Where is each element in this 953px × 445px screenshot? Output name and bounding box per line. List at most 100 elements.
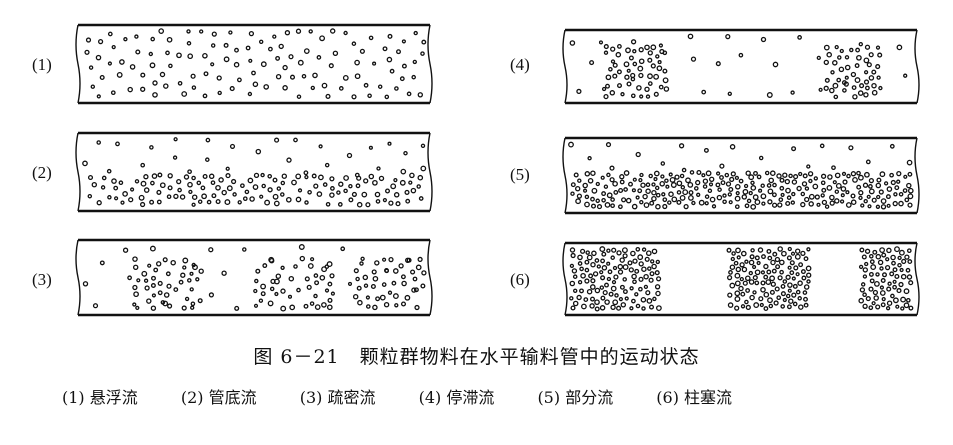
particle — [657, 60, 662, 65]
particle — [147, 263, 152, 268]
particle — [826, 51, 832, 58]
particle — [617, 44, 622, 49]
particle — [800, 269, 806, 275]
particle — [655, 54, 660, 59]
particle — [715, 171, 721, 176]
particle — [280, 192, 285, 197]
particle — [275, 73, 282, 80]
particle — [662, 203, 668, 210]
particle — [412, 276, 418, 282]
particle — [845, 202, 852, 208]
particle — [420, 143, 426, 149]
particle — [860, 282, 866, 287]
particle — [728, 200, 733, 205]
particle — [644, 256, 650, 262]
particle — [875, 204, 881, 209]
particle — [408, 180, 413, 185]
particle — [889, 271, 895, 277]
particle — [707, 188, 713, 194]
particle — [749, 254, 755, 260]
particle — [599, 285, 605, 290]
particle — [599, 246, 606, 253]
particle — [829, 87, 835, 94]
particle — [639, 199, 644, 205]
particle — [630, 39, 637, 45]
particle — [196, 180, 202, 186]
particle — [864, 44, 871, 50]
particle — [631, 298, 636, 304]
particle — [779, 177, 785, 183]
particle — [772, 251, 778, 257]
particle — [630, 250, 636, 257]
particle — [777, 202, 783, 208]
particle — [234, 47, 239, 53]
particle — [420, 283, 426, 289]
particle — [709, 176, 715, 182]
particle — [776, 173, 782, 179]
particle — [297, 59, 304, 66]
particle — [691, 200, 696, 206]
particle — [99, 75, 105, 80]
particle — [411, 287, 417, 293]
particle — [612, 299, 619, 306]
particle — [782, 172, 788, 178]
particle — [850, 193, 856, 199]
particle — [868, 52, 874, 58]
particle — [871, 89, 878, 96]
particle — [332, 50, 339, 57]
particle — [584, 171, 591, 177]
particle — [719, 175, 724, 180]
particle — [902, 188, 908, 193]
particle — [255, 268, 261, 274]
particle — [138, 194, 145, 201]
particle — [253, 303, 259, 308]
particle — [313, 273, 319, 278]
particle — [652, 296, 657, 302]
particle — [878, 85, 883, 91]
particles — [84, 28, 427, 100]
particle — [832, 82, 839, 89]
particle — [606, 276, 612, 282]
particle — [850, 171, 857, 177]
particle — [594, 258, 600, 263]
particle — [766, 248, 772, 254]
particle — [84, 49, 90, 55]
particle — [638, 276, 644, 282]
particle — [730, 256, 735, 262]
particle — [872, 289, 879, 296]
particle — [590, 203, 597, 209]
particle — [384, 94, 390, 100]
particle — [761, 201, 766, 206]
particle — [368, 35, 374, 41]
particle — [275, 273, 282, 279]
particle — [648, 277, 654, 283]
particle — [649, 200, 655, 206]
particle — [130, 187, 135, 192]
particle — [210, 43, 216, 48]
particle — [819, 143, 825, 149]
particle — [287, 294, 293, 299]
particle — [140, 86, 146, 92]
particle — [797, 296, 802, 301]
particle — [221, 189, 227, 196]
particle — [252, 81, 259, 88]
particle — [744, 259, 749, 264]
particle — [876, 75, 881, 80]
particle — [606, 261, 611, 266]
particle — [648, 304, 655, 310]
particle — [785, 187, 791, 194]
pipe-break-left — [75, 239, 81, 316]
particle — [661, 192, 666, 197]
particle — [771, 192, 777, 198]
particle — [312, 72, 318, 79]
particle — [878, 189, 884, 195]
particle — [385, 188, 390, 194]
particle — [321, 82, 328, 89]
particle — [695, 179, 701, 186]
particle — [660, 174, 665, 179]
particle — [223, 56, 230, 63]
particle — [760, 36, 767, 43]
particle — [351, 94, 357, 100]
particle — [367, 93, 372, 99]
particle — [892, 284, 897, 290]
